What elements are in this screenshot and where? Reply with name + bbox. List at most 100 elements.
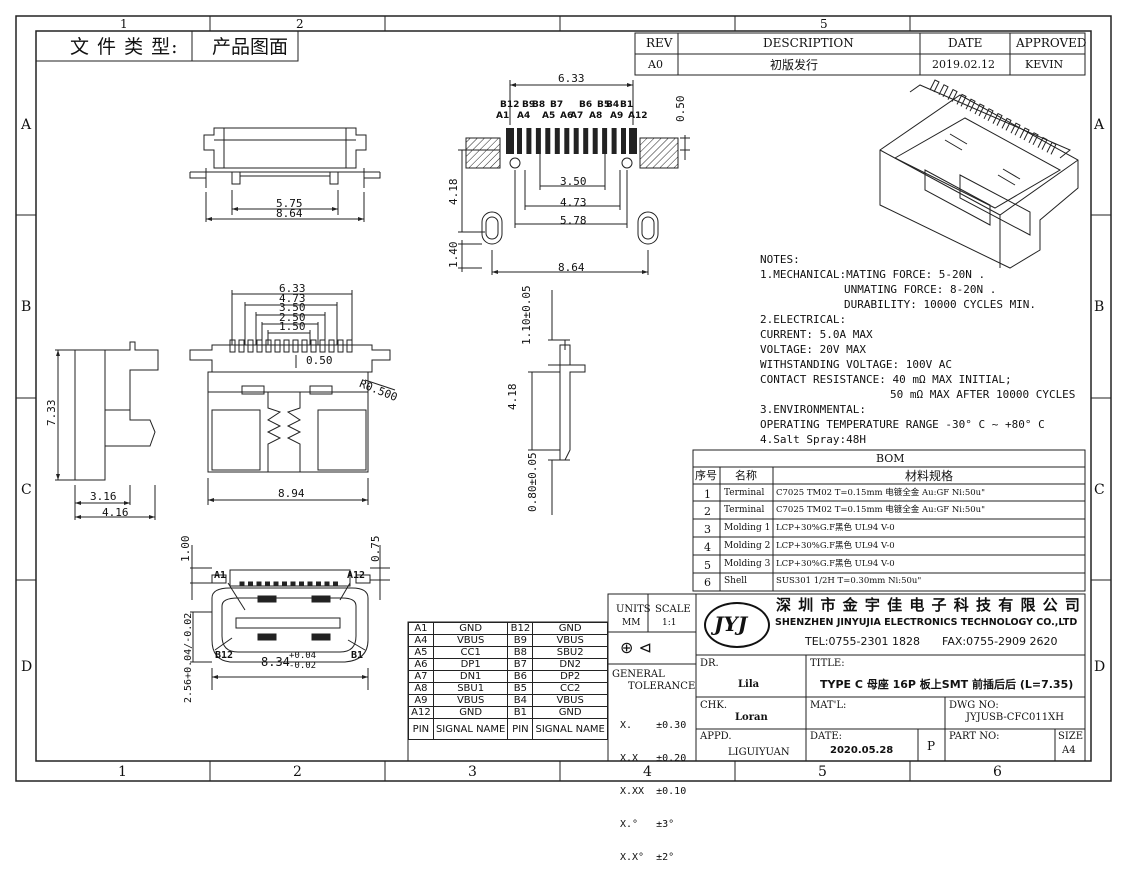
- top-view: [189, 127, 381, 222]
- chk-label: CHK.: [700, 700, 728, 711]
- pin-label: B7: [550, 100, 564, 110]
- iso-view: [879, 84, 1079, 269]
- dim-1-50-front: 1.50: [279, 320, 306, 333]
- rev-value: A0: [648, 58, 663, 71]
- note-line: CONTACT RESISTANCE: 40 mΩ MAX INITIAL;: [760, 373, 1012, 386]
- pin-table-cell: SBU2: [532, 646, 608, 659]
- pin-table-cell: PIN: [507, 718, 534, 740]
- pin-table-cell: B8: [507, 646, 534, 659]
- pcb-pads: [506, 128, 637, 154]
- pin-label: B1: [620, 100, 634, 110]
- dim-4-16: 4.16: [102, 506, 129, 519]
- bom-cell: 5: [704, 559, 711, 572]
- pin-label: A6: [560, 111, 574, 121]
- pcb-pad: [602, 128, 608, 154]
- units-value: MM: [622, 618, 641, 628]
- size-value: A4: [1062, 745, 1076, 756]
- pin-label: B8: [532, 100, 546, 110]
- company-tel: TEL:0755-2301 1828: [805, 635, 920, 648]
- zone-row-a-right: A: [1094, 117, 1105, 133]
- dim-8-64-top: 8.64: [276, 207, 303, 220]
- pin-label: B12: [500, 100, 520, 110]
- pin-table-cell: A4: [408, 634, 434, 647]
- note-line: 3.ENVIRONMENTAL:: [760, 403, 866, 416]
- pcb-pad: [554, 128, 560, 154]
- tol-line: X. ±0.30: [620, 720, 687, 731]
- desc-header: DESCRIPTION: [763, 36, 854, 50]
- end-pin: [265, 581, 270, 587]
- dim-8-64-pcb: 8.64: [558, 261, 585, 274]
- date-value: 2019.02.12: [932, 58, 995, 71]
- pin-label: B6: [579, 100, 593, 110]
- scale-value: 1:1: [662, 618, 677, 628]
- front-pin: [274, 339, 281, 353]
- date-label: DATE:: [810, 731, 843, 742]
- dwg-label: DWG NO:: [949, 700, 999, 711]
- pin-table-cell: B9: [507, 634, 534, 647]
- bom-cell: LCP+30%G.F黑色 UL94 V-0: [776, 559, 895, 569]
- front-pin: [265, 339, 272, 353]
- pin-label: A9: [610, 111, 624, 121]
- pin-table-cell: SIGNAL NAME: [432, 718, 509, 740]
- iso-finger: [1046, 141, 1057, 155]
- zone-row-d-right: D: [1094, 659, 1106, 675]
- bom-cell: Terminal: [724, 488, 765, 498]
- pcb-pad: [629, 128, 637, 154]
- pin-table-cell: B1: [507, 706, 534, 719]
- note-line: NOTES:: [760, 253, 800, 266]
- front-pin: [346, 339, 353, 353]
- zone-row-a: A: [21, 117, 32, 133]
- note-line: VOLTAGE: 20V MAX: [760, 343, 866, 356]
- front-pin: [247, 339, 254, 353]
- pin-table-cell: B5: [507, 682, 534, 695]
- front-pin: [310, 339, 317, 353]
- tolerance-label: TOLERANCE: [628, 681, 696, 692]
- chk-value: Loran: [735, 712, 768, 723]
- dim-6-33-pcb: 6.33: [558, 72, 585, 85]
- units-label: UNITS: [616, 604, 651, 615]
- pin-table-cell: VBUS: [532, 634, 608, 647]
- pin-table-cell: B6: [507, 670, 534, 683]
- pcb-pad: [535, 128, 541, 154]
- end-view: [190, 545, 390, 690]
- dr-label: DR.: [700, 658, 719, 669]
- side-view: [55, 341, 159, 520]
- bom-header-name: 名称: [735, 469, 757, 482]
- pin-table-cell: B4: [507, 694, 534, 707]
- bom-header-no: 序号: [695, 469, 717, 482]
- company-logo: JYJ: [704, 602, 770, 648]
- note-line: 4.Salt Spray:48H: [760, 433, 866, 446]
- projection-icon: ⊕ ⊲: [620, 638, 652, 657]
- iso-finger: [1001, 117, 1012, 131]
- end-pins: [239, 581, 338, 587]
- company-fax: FAX:0755-2909 2620: [942, 635, 1058, 648]
- bom-cell: 6: [704, 576, 711, 589]
- dim-1-00: 1.00: [179, 535, 192, 563]
- iso-finger: [938, 84, 949, 98]
- pin-table-cell: B12: [507, 622, 534, 635]
- zone-row-b: B: [21, 299, 32, 315]
- bom-cell: C7025 TM02 T=0.15mm 电镀全金 Au:GF Ni:50u": [776, 505, 986, 515]
- appd-label: APPD.: [700, 731, 732, 742]
- bom-cell: 1: [704, 488, 711, 501]
- pcb-pad: [564, 128, 570, 154]
- end-pin: [256, 581, 262, 587]
- doc-type-value: 产品图面: [212, 36, 289, 58]
- pin-table-cell: SBU1: [432, 682, 509, 695]
- zone-col-5: 5: [818, 764, 827, 780]
- zone-row-b-right: B: [1094, 299, 1105, 315]
- pin-table-cell: SIGNAL NAME: [532, 718, 608, 740]
- end-label-a1: A1: [214, 570, 227, 581]
- dim-2-50-front: 2.50: [279, 311, 306, 324]
- zone-col-4: 4: [643, 764, 652, 780]
- bom-cell: 3: [704, 523, 711, 536]
- zone-col-1: 1: [118, 764, 127, 780]
- dim-7-33: 7.33: [45, 399, 58, 427]
- p-value: P: [927, 739, 936, 753]
